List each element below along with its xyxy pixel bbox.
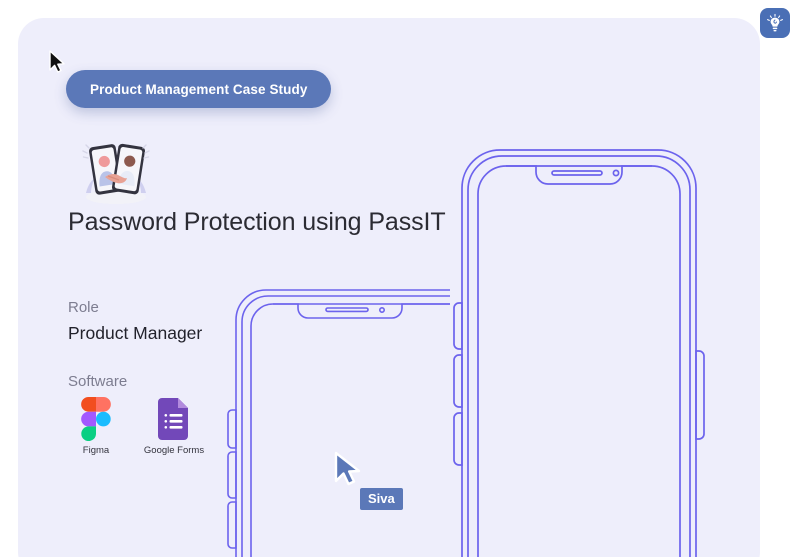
collaborator-name-label: Siva bbox=[360, 488, 403, 510]
role-label: Role bbox=[68, 299, 99, 316]
arrow-pointer-icon bbox=[48, 50, 66, 79]
software-name: Google Forms bbox=[143, 445, 205, 456]
phone-wireframe-small[interactable] bbox=[214, 286, 454, 557]
software-label: Software bbox=[68, 373, 128, 390]
software-block: Software Figma bbox=[68, 373, 205, 456]
idea-bulb-icon[interactable] bbox=[760, 8, 790, 38]
software-item-figma[interactable]: Figma bbox=[68, 397, 124, 456]
role-block: Role Product Manager bbox=[68, 299, 202, 344]
case-study-badge[interactable]: Product Management Case Study bbox=[66, 70, 332, 108]
figma-logo-icon bbox=[77, 397, 115, 441]
software-item-google-forms[interactable]: Google Forms bbox=[143, 398, 205, 456]
slide-title: Password Protection using PassIT bbox=[68, 208, 446, 236]
case-study-badge-label: Product Management Case Study bbox=[90, 81, 308, 97]
google-forms-logo-icon bbox=[155, 398, 193, 440]
software-name: Figma bbox=[82, 445, 110, 456]
role-value: Product Manager bbox=[68, 323, 203, 343]
collaborator-cursor: Siva bbox=[331, 450, 403, 510]
remote-handshake-illustration bbox=[70, 135, 162, 207]
software-list: Figma bbox=[68, 397, 205, 456]
phone-wireframe-large[interactable] bbox=[436, 144, 726, 557]
slide-canvas[interactable]: Product Management Case Study bbox=[18, 18, 760, 557]
